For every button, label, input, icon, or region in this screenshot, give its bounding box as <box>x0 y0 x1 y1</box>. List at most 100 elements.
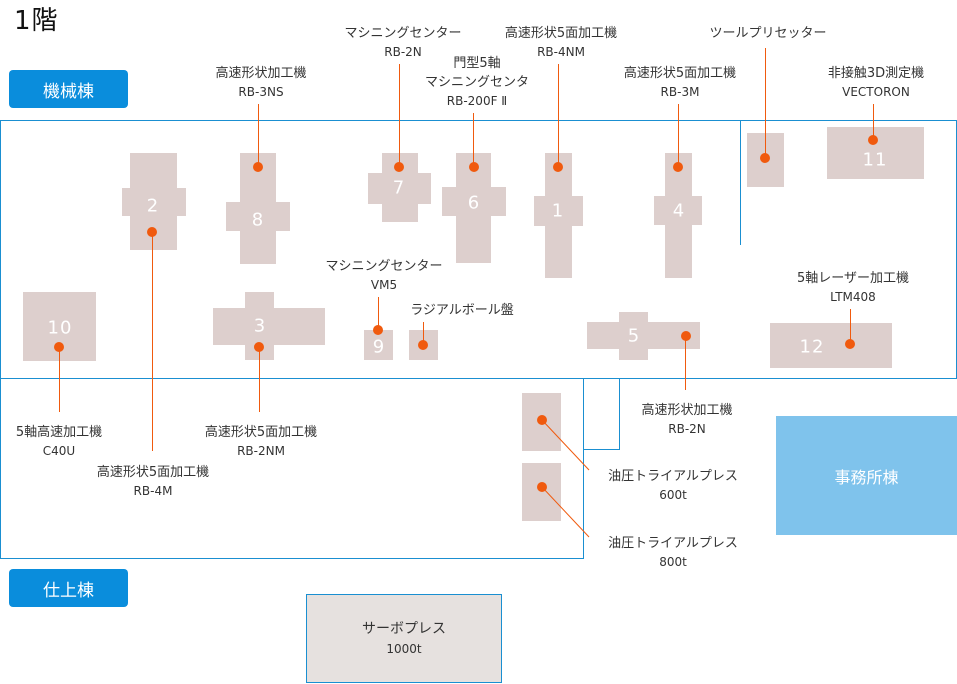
label-name: ラジアルボール盤 <box>410 303 514 318</box>
label-machine-6[interactable]: 門型5軸 マシニングセンタ RB-200F Ⅱ <box>425 54 529 111</box>
label-machine-9[interactable]: マシニングセンター VM5 <box>325 257 442 295</box>
label-name: マシニングセンター <box>325 259 443 274</box>
machine-2-number: 2 <box>146 195 160 217</box>
machine-3-wing[interactable] <box>213 308 325 345</box>
label-name: 高速形状5面加工機 <box>623 66 737 81</box>
leader-line-3 <box>259 347 260 412</box>
leader-line-tool-presetter <box>765 48 766 158</box>
leader-line-8 <box>258 104 259 164</box>
machine-12-number: 12 <box>799 336 825 358</box>
leader-line-1 <box>558 64 559 164</box>
machine-3-number: 3 <box>253 315 267 337</box>
label-name: 高速形状5面加工機 <box>504 26 618 41</box>
finishing-building-outline <box>0 378 584 559</box>
machine-8-wing[interactable] <box>226 202 290 231</box>
label-model: RB-4NM <box>537 45 585 59</box>
label-model: RB-4M <box>133 484 173 498</box>
marker-6[interactable] <box>469 162 479 172</box>
label-name: 5軸レーザー加工機 <box>796 271 910 286</box>
leader-line-11 <box>873 104 874 140</box>
marker-tool-presetter[interactable] <box>760 153 770 163</box>
marker-4[interactable] <box>673 162 683 172</box>
marker-2[interactable] <box>147 227 157 237</box>
label-model: 600t <box>659 488 687 502</box>
machine-5-number: 5 <box>627 325 641 347</box>
label-name: 油圧トライアルプレス <box>608 536 738 551</box>
label-machine-7[interactable]: マシニングセンター RB-2N <box>344 24 461 62</box>
connector-outline <box>583 378 620 450</box>
leader-line-7 <box>399 64 400 164</box>
label-name: 高速形状加工機 <box>641 403 733 418</box>
label-machine-11[interactable]: 非接触3D測定機 VECTORON <box>828 64 924 102</box>
label-tool-presetter[interactable]: ツールプリセッター <box>709 24 826 43</box>
label-machine-10[interactable]: 5軸高速加工機 C40U <box>16 423 102 461</box>
machine-9-body[interactable] <box>364 330 393 360</box>
marker-8[interactable] <box>253 162 263 172</box>
label-machine-3[interactable]: 高速形状5面加工機 RB-2NM <box>205 423 317 461</box>
machine-6-number: 6 <box>467 192 481 214</box>
servo-press-box[interactable]: サーボプレス 1000t <box>306 594 502 683</box>
machine-4-wing[interactable] <box>654 196 702 225</box>
machine-2-wing[interactable] <box>122 188 186 216</box>
label-name-line2: マシニングセンタ <box>424 75 530 90</box>
label-model: VM5 <box>370 278 398 292</box>
machine-10-number: 10 <box>47 317 73 339</box>
leader-line-4 <box>678 104 679 164</box>
machine-8-number: 8 <box>251 209 265 231</box>
label-press-800t[interactable]: 油圧トライアルプレス 800t <box>608 534 738 572</box>
label-name-line1: 門型5軸 <box>453 56 501 71</box>
marker-press-800t[interactable] <box>537 482 547 492</box>
office-building[interactable]: 事務所棟 <box>776 416 957 535</box>
label-model: C40U <box>42 444 76 458</box>
marker-1[interactable] <box>553 162 563 172</box>
marker-7[interactable] <box>394 162 404 172</box>
marker-3[interactable] <box>254 342 264 352</box>
label-machine-4[interactable]: 高速形状5面加工機 RB-3M <box>624 64 736 102</box>
label-model: RB-200F Ⅱ <box>446 94 508 108</box>
marker-press-600t[interactable] <box>537 415 547 425</box>
machine-11-number: 11 <box>862 149 888 171</box>
label-model: RB-2N <box>384 45 422 59</box>
machine-4-number: 4 <box>672 200 686 222</box>
label-machine-8[interactable]: 高速形状加工機 RB-3NS <box>215 64 306 102</box>
machine-7-number: 7 <box>392 177 406 199</box>
label-machine-1[interactable]: 高速形状5面加工機 RB-4NM <box>505 24 617 62</box>
label-model: LTM408 <box>830 290 876 304</box>
leader-line-9 <box>378 297 379 330</box>
label-radial-drill[interactable]: ラジアルボール盤 <box>410 301 514 320</box>
leader-line-10 <box>59 347 60 412</box>
label-name: 高速形状5面加工機 <box>96 465 210 480</box>
machine-12-body[interactable] <box>770 323 892 368</box>
marker-9[interactable] <box>373 325 383 335</box>
leader-line-6 <box>473 113 474 164</box>
press-800t-body[interactable] <box>522 463 561 521</box>
label-name: 油圧トライアルプレス <box>608 469 738 484</box>
label-name: ツールプリセッター <box>709 26 827 41</box>
label-machine-2[interactable]: 高速形状5面加工機 RB-4M <box>97 463 209 501</box>
marker-11[interactable] <box>868 135 878 145</box>
marker-radial-drill[interactable] <box>418 340 428 350</box>
label-machine-5[interactable]: 高速形状加工機 RB-2N <box>641 401 732 439</box>
label-press-600t[interactable]: 油圧トライアルプレス 600t <box>608 467 738 505</box>
machine-6-wing[interactable] <box>442 187 506 216</box>
label-name: 5軸高速加工機 <box>15 425 103 440</box>
servo-press-name: サーボプレス <box>362 620 446 637</box>
marker-10[interactable] <box>54 342 64 352</box>
leader-line-2 <box>152 231 153 451</box>
label-model: RB-2NM <box>237 444 285 458</box>
label-machine-12[interactable]: 5軸レーザー加工機 LTM408 <box>797 269 909 307</box>
marker-5[interactable] <box>681 331 691 341</box>
finishing-building-button[interactable]: 仕上棟 <box>9 569 128 607</box>
label-name: マシニングセンター <box>344 26 462 41</box>
machine-9-number: 9 <box>372 336 386 358</box>
servo-press-model: 1000t <box>386 641 422 656</box>
machining-building-button[interactable]: 機械棟 <box>9 70 128 108</box>
label-model: RB-3NS <box>238 85 284 99</box>
machine-1-wing[interactable] <box>534 196 583 226</box>
machine-7-wing[interactable] <box>368 173 431 204</box>
floor-title: 1階 <box>14 6 59 36</box>
label-model: 800t <box>659 555 687 569</box>
label-name: 高速形状5面加工機 <box>204 425 318 440</box>
marker-12[interactable] <box>845 339 855 349</box>
label-model: RB-2N <box>668 422 706 436</box>
